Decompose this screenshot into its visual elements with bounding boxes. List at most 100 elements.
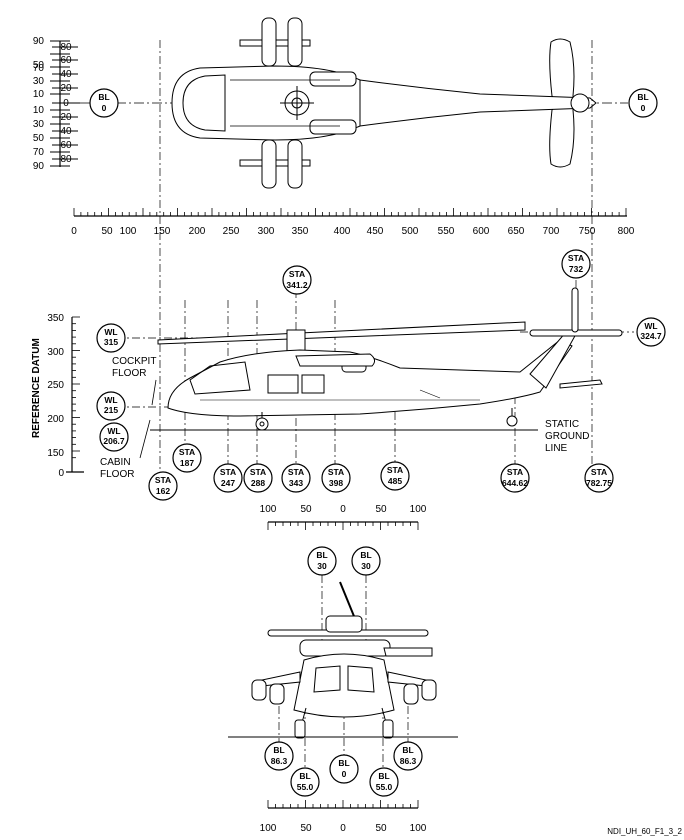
svg-text:STA: STA <box>507 467 523 477</box>
callout-bl-55-left: BL 55.0 <box>290 767 320 797</box>
bl-tick: 50 <box>33 60 45 71</box>
svg-text:485: 485 <box>388 476 402 486</box>
wl-tick: 350 <box>47 313 64 324</box>
callout-sta-782-75: STA 782.75 <box>584 463 614 493</box>
svg-text:BL: BL <box>98 92 109 102</box>
svg-text:STA: STA <box>250 467 266 477</box>
svg-text:55.0: 55.0 <box>297 782 314 792</box>
svg-text:782.75: 782.75 <box>586 478 612 488</box>
svg-text:343: 343 <box>289 478 303 488</box>
bl-tick: 90 <box>33 161 45 172</box>
callout-sta-732: STA 732 <box>561 249 591 279</box>
svg-text:30: 30 <box>317 561 327 571</box>
svg-text:86.3: 86.3 <box>271 756 288 766</box>
callout-bl0-left: BL 0 <box>89 88 119 118</box>
bl-tick: 70 <box>33 63 45 74</box>
sta-tick: 200 <box>189 226 206 237</box>
front-upper-tick: 50 <box>300 504 312 515</box>
figure-id: NDI_UH_60_F1_3_2 <box>607 827 682 836</box>
static-ground-line-label: STATIC <box>545 419 579 430</box>
svg-text:STA: STA <box>387 465 403 475</box>
station-scale: 0 50 100 150 200 250 300 350 400 450 500… <box>71 208 635 237</box>
callout-wl-215: WL 215 <box>96 391 126 421</box>
callout-bl-86-3-right: BL 86.3 <box>393 741 423 771</box>
svg-text:247: 247 <box>221 478 235 488</box>
front-lower-tick: 100 <box>260 823 277 834</box>
svg-text:BL: BL <box>378 771 389 781</box>
svg-text:BL: BL <box>338 758 349 768</box>
front-upper-scale: 100 50 0 50 100 <box>260 504 427 530</box>
front-upper-tick: 100 <box>410 504 427 515</box>
bl-tick: 20 <box>60 112 72 123</box>
callout-sta-187: STA 187 <box>172 443 202 473</box>
front-upper-tick: 0 <box>340 504 346 515</box>
sta-tick: 450 <box>367 226 384 237</box>
sta-tick: 650 <box>508 226 525 237</box>
callout-wl-315: WL 315 <box>96 323 126 353</box>
bl-tick: 10 <box>33 105 45 116</box>
callout-sta-485: STA 485 <box>380 461 410 491</box>
helicopter-top-view-drawing <box>171 17 597 189</box>
top-view: 90 80 70 60 50 40 30 20 10 0 10 20 30 40… <box>33 17 658 189</box>
svg-text:55.0: 55.0 <box>376 782 393 792</box>
sta-tick: 300 <box>258 226 275 237</box>
callout-sta-162: STA 162 <box>148 471 178 501</box>
helicopter-side-view-drawing <box>157 287 623 431</box>
sta-tick: 100 <box>120 226 137 237</box>
sta-tick: 600 <box>473 226 490 237</box>
svg-text:STA: STA <box>220 467 236 477</box>
front-lower-tick: 0 <box>340 823 346 834</box>
callout-sta-288: STA 288 <box>243 463 273 493</box>
svg-text:WL: WL <box>104 395 117 405</box>
sta-tick: 750 <box>579 226 596 237</box>
bl-tick: 0 <box>63 98 69 109</box>
bl-tick: 30 <box>33 119 45 130</box>
helicopter-front-view-drawing <box>251 581 437 739</box>
wl-tick: 150 <box>47 448 64 459</box>
sta-tick: 400 <box>334 226 351 237</box>
svg-text:162: 162 <box>156 486 170 496</box>
bl-tick: 70 <box>33 147 45 158</box>
bl-tick: 80 <box>60 154 72 165</box>
svg-text:STA: STA <box>289 269 305 279</box>
bl-tick: 40 <box>60 69 72 80</box>
static-ground-line-label: GROUND <box>545 431 589 442</box>
svg-text:206.7: 206.7 <box>103 436 125 446</box>
callout-sta-341-2: STA 341.2 <box>282 265 312 295</box>
svg-text:STA: STA <box>288 467 304 477</box>
callout-sta-644-62: STA 644.62 <box>500 463 530 493</box>
bl-vertical-scale: 90 80 70 60 50 40 30 20 10 0 10 20 30 40… <box>33 36 80 172</box>
cockpit-floor-label: COCKPIT <box>112 356 156 367</box>
bl-tick: 40 <box>60 126 72 137</box>
bl-tick: 10 <box>33 89 45 100</box>
callout-bl-0-front: BL 0 <box>329 754 359 784</box>
sta-tick: 700 <box>543 226 560 237</box>
bl-tick: 30 <box>33 76 45 87</box>
svg-text:STA: STA <box>591 467 607 477</box>
front-lower-scale: 100 50 0 50 100 <box>260 800 427 834</box>
sta-tick: 500 <box>402 226 419 237</box>
wl-tick: 0 <box>58 468 64 479</box>
wl-tick: 300 <box>47 347 64 358</box>
svg-text:WL: WL <box>104 327 117 337</box>
sta-tick: 800 <box>618 226 635 237</box>
callout-bl-55-right: BL 55.0 <box>369 767 399 797</box>
svg-text:STA: STA <box>155 475 171 485</box>
front-lower-tick: 50 <box>300 823 312 834</box>
svg-text:398: 398 <box>329 478 343 488</box>
front-upper-tick: 100 <box>260 504 277 515</box>
callout-sta-247: STA 247 <box>213 463 243 493</box>
callout-sta-343: STA 343 <box>281 463 311 493</box>
svg-text:0: 0 <box>102 103 107 113</box>
svg-text:0: 0 <box>641 103 646 113</box>
svg-text:BL: BL <box>316 550 327 560</box>
sta-tick: 350 <box>292 226 309 237</box>
svg-text:STA: STA <box>179 447 195 457</box>
static-ground-line-label: LINE <box>545 443 568 454</box>
cockpit-floor-label: FLOOR <box>112 368 146 379</box>
callout-bl-30-right: BL 30 <box>351 546 381 576</box>
front-view: 100 50 0 50 100 <box>228 504 458 834</box>
svg-text:732: 732 <box>569 264 583 274</box>
svg-text:288: 288 <box>251 478 265 488</box>
front-lower-tick: 100 <box>410 823 427 834</box>
